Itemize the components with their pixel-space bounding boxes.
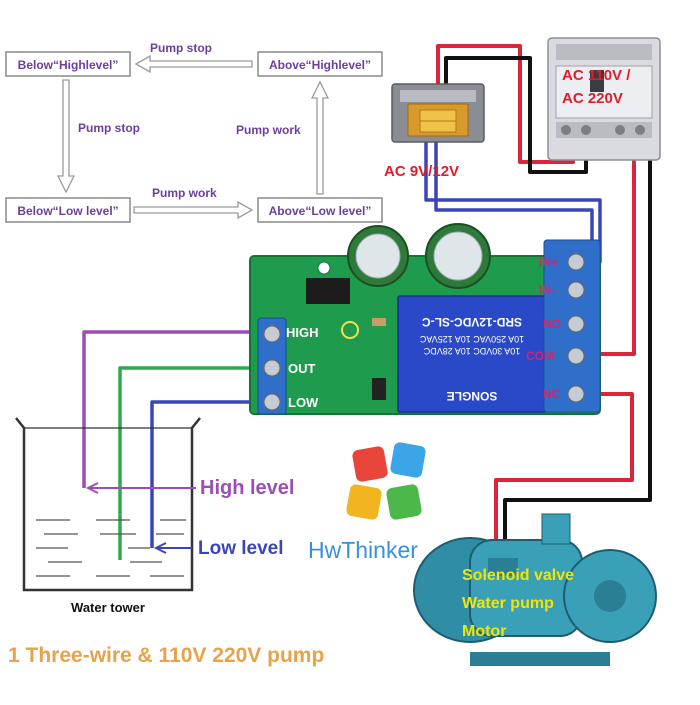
low-level-arrow [153, 542, 192, 554]
circuit-breaker: AC 110V / AC 220V [547, 37, 661, 161]
terminal-high-label: HIGH [286, 325, 319, 340]
tank-caption: Water tower [71, 600, 145, 615]
terminal-no-label: NO [543, 317, 561, 331]
relay-rating-2: 10A 30VDC 10A 28VDC [423, 346, 520, 356]
terminal-in-minus-label: IN- [539, 283, 555, 297]
breaker-label-2: AC 220V [562, 90, 623, 107]
water-tank: Water tower [15, 417, 201, 615]
breaker-toggle-icon [590, 70, 604, 92]
box-above-high: Above“Highlevel” [257, 51, 383, 77]
pump-label-1: Solenoid valve [462, 567, 574, 584]
black-wire-breaker-transformer [444, 56, 588, 174]
box-below-low-label: Below“Low level” [17, 204, 118, 218]
green-probe-wire [118, 366, 272, 560]
arrow-top-left [134, 54, 253, 74]
relay-model: SRD-12VDC-SL-C [422, 315, 522, 329]
box-above-high-label: Above“Highlevel” [269, 58, 371, 72]
box-above-low: Above“Low level” [257, 197, 383, 223]
arrow-left-down [56, 79, 76, 194]
arrow-bottom-right [133, 200, 254, 220]
water-lines [36, 519, 186, 577]
relay: SRD-12VDC-SL-C 10A 250VAC 10A 125VAC 10A… [397, 295, 547, 413]
terminal-in-plus-label: IN+ [539, 255, 558, 269]
transformer-label: AC 9V/12V [384, 163, 459, 180]
high-level-label: High level [200, 477, 294, 499]
terminal-nc-label: NC [543, 387, 561, 401]
pump-label-2: Water pump [462, 595, 554, 612]
brand-logo-icon [346, 442, 426, 520]
arrow-right-up [310, 80, 330, 195]
terminal-com-label: COM [526, 349, 554, 363]
breaker-label-1: AC 110V / [562, 67, 631, 84]
right-terminal-block [543, 239, 601, 413]
black-wire-breaker-pump [503, 130, 652, 566]
relay-module-board: SRD-12VDC-SL-C 10A 250VAC 10A 125VAC 10A… [249, 223, 601, 415]
pump-label-3: Motor [462, 623, 506, 640]
low-level-label: Low level [198, 538, 284, 559]
high-level-arrow [85, 482, 196, 494]
arrow-right-label: Pump work [236, 123, 301, 137]
box-below-high: Below“Highlevel” [5, 51, 131, 77]
brand-name: HwThinker [308, 537, 418, 563]
left-terminal-block [257, 317, 287, 415]
arrow-top-label: Pump stop [150, 41, 212, 55]
box-above-low-label: Above“Low level” [269, 204, 372, 218]
terminal-low-label: LOW [288, 395, 319, 410]
arrow-left-label: Pump stop [78, 121, 140, 135]
box-below-low: Below“Low level” [5, 197, 131, 223]
transformer: AC 9V/12V [384, 83, 485, 180]
arrow-bottom-label: Pump work [152, 186, 217, 200]
blue-probe-wire [150, 400, 272, 548]
terminal-out-label: OUT [288, 361, 316, 376]
ic-chip [306, 278, 350, 304]
box-below-high-label: Below“Highlevel” [18, 58, 119, 72]
capacitor-2 [425, 223, 491, 289]
footer-title: 1 Three-wire & 110V 220V pump [8, 644, 324, 667]
capacitor-1 [347, 225, 409, 287]
red-wire-nc-pump [494, 392, 634, 566]
flowchart: Below“Highlevel” Above“Highlevel” Below“… [5, 41, 383, 223]
water-pump [413, 513, 657, 666]
purple-probe-wire [82, 330, 272, 488]
relay-rating-1: 10A 250VAC 10A 125VAC [419, 334, 524, 344]
relay-brand: SONGLE [447, 389, 498, 403]
